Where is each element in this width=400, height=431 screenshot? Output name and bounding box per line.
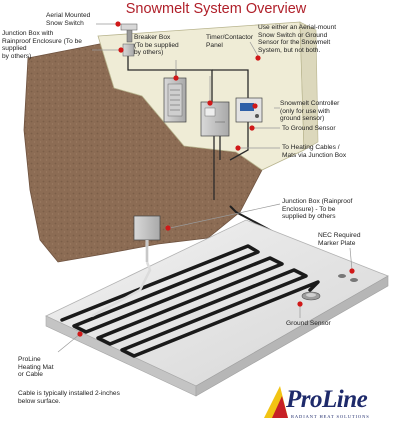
breaker-box-device	[163, 77, 187, 123]
label-heating-mat: ProLine Heating Mat or Cable	[18, 356, 54, 379]
conduit-lines	[127, 48, 249, 200]
label-breaker-box: Breaker Box (To be supplied by others)	[134, 34, 179, 57]
label-controller: Snowmelt Controller (only for use with g…	[280, 100, 340, 123]
leader-lines	[57, 23, 353, 353]
aerial-snow-switch-device	[120, 23, 138, 57]
heating-cable	[60, 244, 320, 358]
label-ground-sensor: Ground Sensor	[286, 320, 331, 327]
diagram-title: Snowmelt System Overview	[125, 1, 307, 17]
label-sensor-note: Use either an Aerial-mount Snow Switch o…	[258, 24, 337, 54]
label-install-note: Cable is typically installed 2-inches be…	[18, 390, 120, 405]
marker-plate-device	[338, 274, 358, 282]
timer-contactor-panel-device	[200, 101, 230, 137]
label-to-heating-cables: To Heating Cables / Mats via Junction Bo…	[282, 144, 347, 159]
label-aerial-switch: Aerial Mounted Snow Switch	[46, 12, 91, 27]
junction-box-device	[133, 215, 161, 262]
snowmelt-controller-device	[235, 97, 263, 123]
logo-tagline: RADIANT HEAT SOLUTIONS	[291, 414, 370, 419]
proline-logo-mark	[264, 386, 288, 418]
label-junction-box-mid: Junction Box (Rainproof Enclosure) - To …	[282, 198, 353, 221]
proline-logo: ProLine RADIANT HEAT SOLUTIONS	[258, 382, 398, 424]
label-marker-plate: NEC Required Marker Plate	[318, 232, 361, 247]
callout-dots	[77, 21, 355, 337]
label-timer-panel: Timer/Contactor Panel	[206, 34, 254, 49]
label-to-ground-sensor: To Ground Sensor	[282, 125, 336, 132]
label-junction-box-top: Junction Box with Rainproof Enclosure (T…	[2, 30, 82, 60]
logo-wordmark: ProLine	[286, 386, 368, 413]
